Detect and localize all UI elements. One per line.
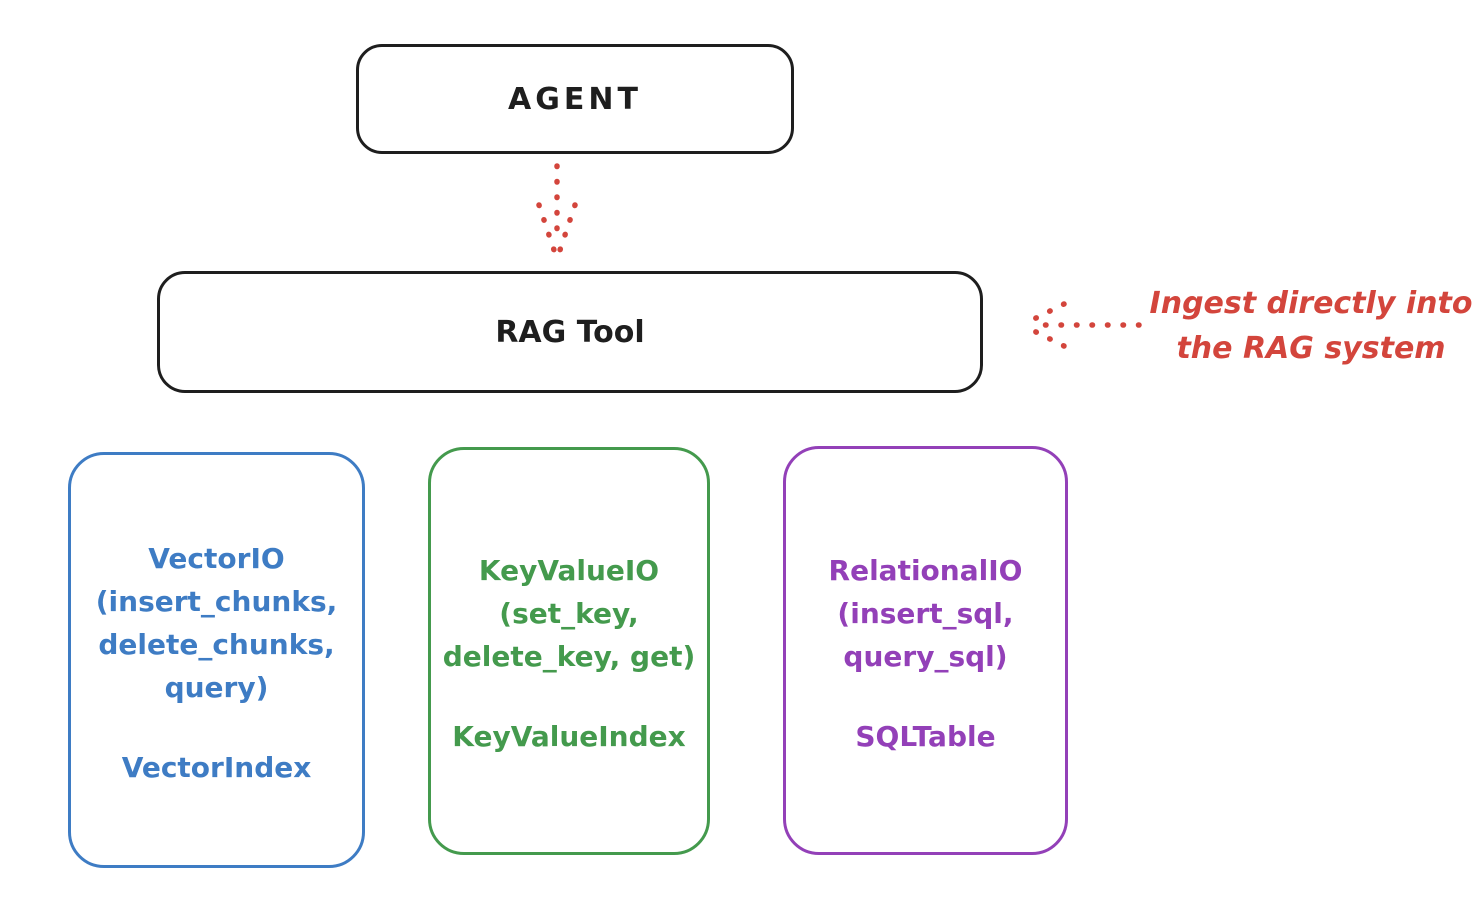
keyvalue-io-box: KeyValueIO (set_key, delete_key, get) Ke… [428, 447, 710, 855]
arrowhead-bottom [1023, 324, 1067, 349]
vector-io-title: VectorIO (insert_chunks, delete_chunks, … [95, 541, 338, 704]
arrowhead-right [556, 202, 578, 256]
arrowhead-left [536, 202, 558, 256]
relational-io-box: RelationalIO (insert_sql, query_sql) SQL… [783, 446, 1068, 855]
vector-index-label: VectorIndex [121, 750, 312, 784]
relational-io-title: RelationalIO (insert_sql, query_sql) [828, 553, 1023, 673]
sqltable-label: SQLTable [855, 719, 996, 753]
keyvalue-io-title: KeyValueIO (set_key, delete_key, get) [442, 554, 696, 673]
rag-tool-box: RAG Tool [157, 271, 983, 393]
vector-io-box: VectorIO (insert_chunks, delete_chunks, … [68, 452, 365, 868]
ingest-arrow [1023, 301, 1142, 349]
ingest-annotation: Ingest directly into the RAG system [1149, 286, 1473, 366]
rag-tool-label: RAG Tool [495, 314, 645, 350]
agent-to-ragtool-arrow [536, 163, 578, 256]
agent-label: AGENT [508, 81, 642, 117]
keyvalue-index-label: KeyValueIndex [452, 720, 686, 753]
agent-box: AGENT [356, 44, 794, 154]
arrowhead-top [1023, 301, 1067, 326]
